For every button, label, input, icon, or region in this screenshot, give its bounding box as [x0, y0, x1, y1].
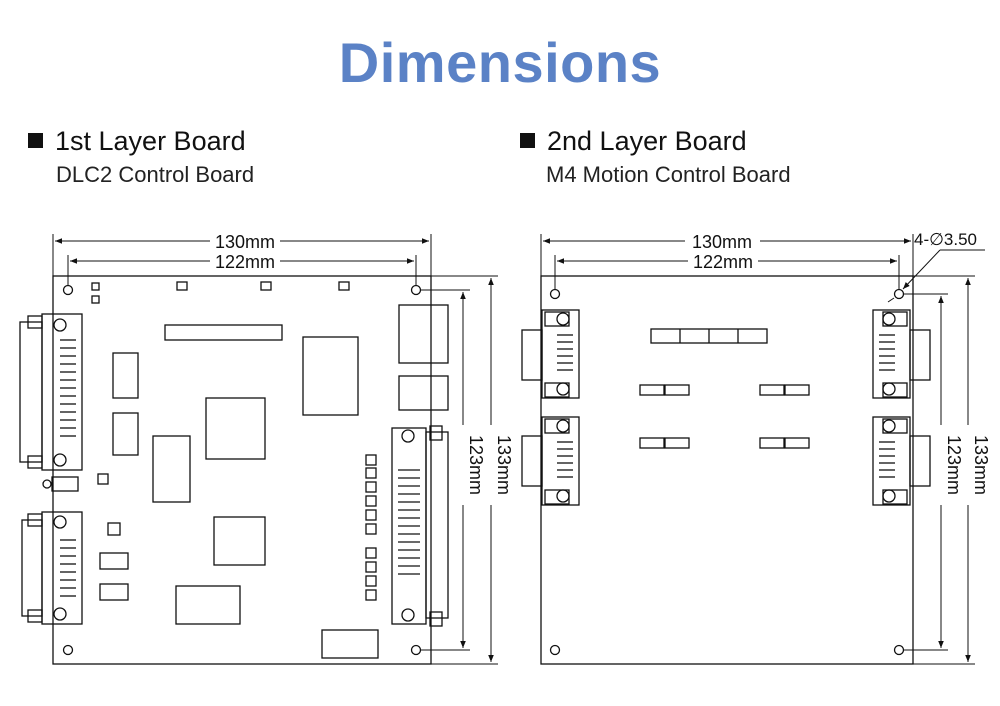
board2-outline [540, 275, 914, 665]
db-connector-left-upper [19, 313, 83, 471]
board1-heading-text: 1st Layer Board [55, 126, 246, 156]
mount-hole [549, 288, 561, 300]
board1-inner-width-label: 122mm [215, 252, 275, 272]
mount-hole [410, 284, 422, 296]
mount-hole [893, 288, 905, 300]
chip [302, 336, 359, 416]
chip [213, 516, 266, 566]
board1-subheading: DLC2 Control Board [56, 162, 255, 187]
db9-connector-right-lower [872, 416, 931, 506]
indicator-column [365, 454, 377, 601]
db-connector-left-lower [21, 511, 83, 625]
board2-inner-height-label: 123mm [944, 435, 964, 495]
mount-hole [410, 644, 422, 656]
board1-outline [52, 275, 432, 665]
board2-outer-height-label: 133mm [971, 435, 991, 495]
page-title: Dimensions [338, 31, 662, 94]
board1-outer-width-label: 130mm [215, 232, 275, 252]
square-bullet-icon [28, 133, 43, 148]
db-connector-right [391, 425, 449, 627]
board1-drawing [19, 275, 449, 665]
connector-block [398, 375, 449, 411]
board1-inner-height-label: 123mm [466, 435, 486, 495]
board2-dimensions [540, 234, 985, 665]
board2-heading: 2nd Layer Board [520, 126, 747, 157]
header-strip [164, 324, 283, 341]
board2-drawing [521, 275, 931, 665]
board2-hole-callout-label: 4-∅3.50 [914, 230, 977, 249]
mount-hole [549, 644, 561, 656]
mount-hole [893, 644, 905, 656]
db9-connector-right-upper [872, 309, 931, 399]
chip [205, 397, 266, 460]
board2-subheading: M4 Motion Control Board [546, 162, 791, 187]
board2-outer-width-label: 130mm [692, 232, 752, 252]
board1-heading: 1st Layer Board [28, 126, 246, 157]
board2-inner-width-label: 122mm [693, 252, 753, 272]
board2-heading-text: 2nd Layer Board [547, 126, 747, 156]
board1-outer-height-label: 133mm [494, 435, 514, 495]
board1-dimensions [52, 234, 498, 665]
mount-hole [62, 644, 74, 656]
mount-hole [62, 284, 74, 296]
db9-connector-left-upper [521, 309, 580, 399]
square-bullet-icon [520, 133, 535, 148]
connector-block [398, 304, 449, 364]
db9-connector-left-lower [521, 416, 580, 506]
